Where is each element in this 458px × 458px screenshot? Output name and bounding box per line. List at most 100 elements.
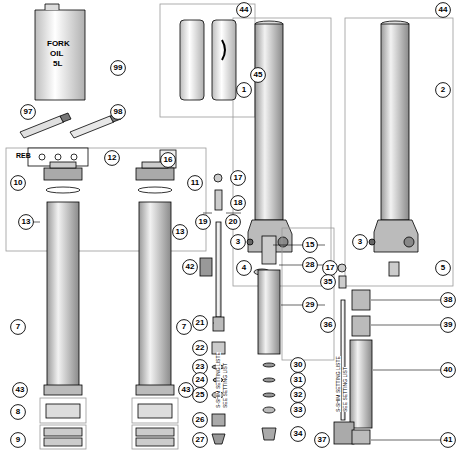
callout-text: 19 xyxy=(199,218,208,226)
callout-text: 12 xyxy=(108,154,117,162)
callout-number: 97 xyxy=(20,104,36,120)
callout-text: 13 xyxy=(22,218,31,226)
callout-text: 3 xyxy=(358,238,362,246)
callout-text: 30 xyxy=(294,361,303,369)
callout-text: 41 xyxy=(444,436,453,444)
callout-text: 45 xyxy=(254,71,263,79)
callout-number: 99 xyxy=(110,60,126,76)
callout-text: 24 xyxy=(196,376,205,384)
callout-text: 22 xyxy=(196,344,205,352)
callout-number: 16 xyxy=(160,152,176,168)
callout-number: 5 xyxy=(435,260,451,276)
decal-text: REB xyxy=(16,152,31,159)
can-text: OIL xyxy=(50,50,63,58)
callout-text: 27 xyxy=(196,436,205,444)
callout-number: 18 xyxy=(230,195,246,211)
callout-number: 34 xyxy=(290,426,306,442)
callout-text: 97 xyxy=(24,108,33,116)
callout-text: 43 xyxy=(16,386,25,394)
callout-number: 33 xyxy=(290,402,306,418)
callout-text: 31 xyxy=(294,376,303,384)
callout-number: 22 xyxy=(192,340,208,356)
callout-number: 3 xyxy=(352,234,368,250)
callout-number: 7 xyxy=(176,319,192,335)
callout-number: 13 xyxy=(18,214,34,230)
can-text: 5L xyxy=(53,60,62,68)
callout-text: 38 xyxy=(444,296,453,304)
callout-text: 15 xyxy=(306,241,315,249)
callout-text: 18 xyxy=(234,199,243,207)
callout-text: 7 xyxy=(16,323,20,331)
callout-text: 35 xyxy=(324,278,333,286)
callout-text: 4 xyxy=(242,264,246,272)
callout-text: 10 xyxy=(14,179,23,187)
callout-number: 43 xyxy=(12,382,28,398)
callout-text: 39 xyxy=(444,321,453,329)
callout-text: 2 xyxy=(441,86,445,94)
callout-number: 39 xyxy=(440,317,456,333)
callout-text: 23 xyxy=(196,363,205,371)
callout-text: 40 xyxy=(444,366,453,374)
callout-text: 44 xyxy=(439,6,448,14)
setting-note: SEE SETTING LIST xyxy=(223,363,228,408)
callout-text: 21 xyxy=(196,319,205,327)
callout-number: 20 xyxy=(225,214,241,230)
callout-text: 1 xyxy=(242,86,246,94)
callout-text: 9 xyxy=(16,436,20,444)
callout-number: 30 xyxy=(290,357,306,373)
callout-number: 24 xyxy=(192,372,208,388)
callout-number: 25 xyxy=(192,387,208,403)
callout-number: 2 xyxy=(435,82,451,98)
callout-number: 44 xyxy=(435,2,451,18)
callout-text: 20 xyxy=(229,218,238,226)
callout-number: 7 xyxy=(10,319,26,335)
callout-number: 1 xyxy=(236,82,252,98)
can-text: FORK xyxy=(47,40,70,48)
callout-number: 15 xyxy=(302,237,318,253)
callout-text: 37 xyxy=(318,436,327,444)
callout-number: 35 xyxy=(320,274,336,290)
setting-note: SEE SETTING LIST xyxy=(343,367,348,412)
callout-text: 3 xyxy=(236,238,240,246)
callout-number: 4 xyxy=(236,260,252,276)
callout-text: 29 xyxy=(306,301,315,309)
callout-text: 36 xyxy=(324,321,333,329)
callout-number: 8 xyxy=(10,404,26,420)
callout-text: 8 xyxy=(16,408,20,416)
callout-number: 29 xyxy=(302,297,318,313)
callout-text: 17 xyxy=(234,174,243,182)
callout-number: 43 xyxy=(178,382,194,398)
callout-text: 32 xyxy=(294,391,303,399)
callout-number: 98 xyxy=(110,104,126,120)
callout-text: 26 xyxy=(196,416,205,424)
callout-text: 43 xyxy=(182,386,191,394)
callout-text: 11 xyxy=(191,179,199,187)
callout-number: 28 xyxy=(302,257,318,273)
callout-text: 98 xyxy=(114,108,123,116)
callout-number: 11 xyxy=(187,175,203,191)
callout-text: 5 xyxy=(441,264,445,272)
callout-number: 42 xyxy=(182,259,198,275)
callout-number: 32 xyxy=(290,387,306,403)
callout-number: 17 xyxy=(230,170,246,186)
callout-text: 99 xyxy=(114,64,123,72)
callout-number: 10 xyxy=(10,175,26,191)
callout-number: 26 xyxy=(192,412,208,428)
callout-number: 3 xyxy=(230,234,246,250)
callout-text: 28 xyxy=(306,261,315,269)
callout-number: 44 xyxy=(236,2,252,18)
callout-number: 13 xyxy=(172,224,188,240)
callout-text: 42 xyxy=(186,263,195,271)
callout-text: 16 xyxy=(164,156,173,164)
callout-number: 17 xyxy=(322,260,338,276)
callout-number: 38 xyxy=(440,292,456,308)
callout-number: 27 xyxy=(192,432,208,448)
callout-number: 37 xyxy=(314,432,330,448)
callout-number: 21 xyxy=(192,315,208,331)
callout-text: 34 xyxy=(294,430,303,438)
setting-note: S-SHIM SETTING LISTE xyxy=(216,352,221,408)
callout-number: 19 xyxy=(195,214,211,230)
callout-number: 31 xyxy=(290,372,306,388)
callout-text: 17 xyxy=(326,264,335,272)
